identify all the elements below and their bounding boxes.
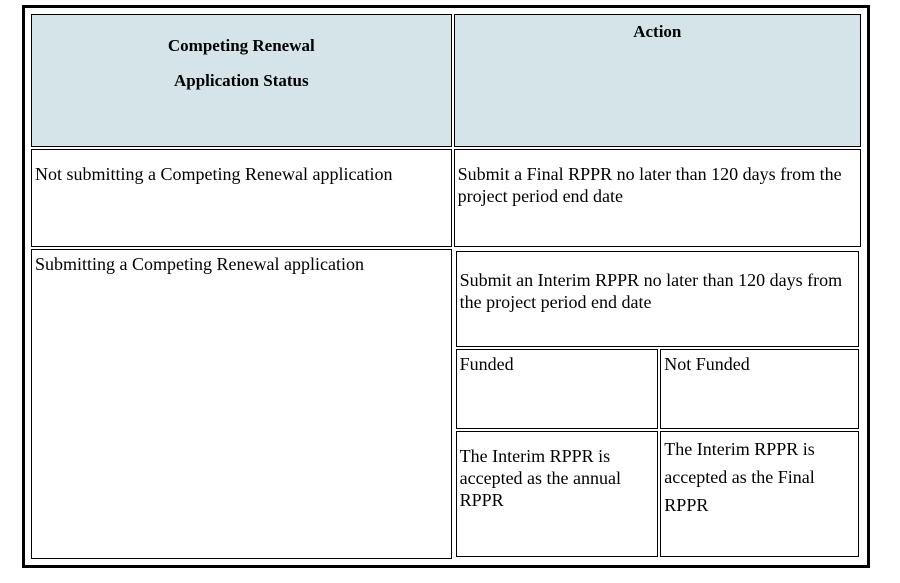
header-status-line2: Application Status bbox=[173, 71, 309, 91]
subtable-row-interim: Submit an Interim RPPR no later than 120… bbox=[455, 251, 859, 347]
outcome-result-funded-cell: The Interim RPPR is accepted as the annu… bbox=[455, 431, 659, 557]
subtable-row-outcome-results: The Interim RPPR is accepted as the annu… bbox=[455, 431, 859, 557]
interim-rppr-cell: Submit an Interim RPPR no later than 120… bbox=[455, 251, 859, 347]
row2-status-text: Submitting a Competing Renewal applicati… bbox=[35, 254, 364, 274]
outcome-label-funded-cell: Funded bbox=[455, 349, 659, 429]
outcome-label-funded: Funded bbox=[459, 354, 514, 374]
header-cell-action: Action bbox=[453, 14, 861, 147]
header-action-label: Action bbox=[633, 22, 682, 41]
row2-action-cell: Submit an Interim RPPR no later than 120… bbox=[454, 249, 861, 559]
table-row: Submitting a Competing Renewal applicati… bbox=[31, 249, 861, 559]
outcome-label-not-funded-cell: Not Funded bbox=[660, 349, 859, 429]
header-status-line1: Competing Renewal bbox=[167, 36, 315, 55]
interim-rppr-text: Submit an Interim RPPR no later than 120… bbox=[459, 270, 843, 312]
header-action-inner: Action bbox=[455, 15, 860, 48]
row1-status-text: Not submitting a Competing Renewal appli… bbox=[35, 164, 393, 184]
row1-action-cell: Submit a Final RPPR no later than 120 da… bbox=[453, 149, 861, 247]
competing-renewal-status-table: Competing Renewal Application Status Act… bbox=[29, 12, 863, 561]
row2-status-cell: Submitting a Competing Renewal applicati… bbox=[31, 249, 452, 559]
row1-status-cell: Not submitting a Competing Renewal appli… bbox=[31, 149, 452, 247]
table-outer-frame: Competing Renewal Application Status Act… bbox=[22, 5, 870, 568]
outcome-label-not-funded: Not Funded bbox=[664, 354, 750, 374]
header-cell-status: Competing Renewal Application Status bbox=[31, 14, 452, 147]
table-header-row: Competing Renewal Application Status Act… bbox=[31, 14, 861, 147]
header-status-inner: Competing Renewal Application Status bbox=[32, 15, 451, 112]
table-row: Not submitting a Competing Renewal appli… bbox=[31, 149, 861, 247]
action-outcomes-subtable: Submit an Interim RPPR no later than 120… bbox=[454, 249, 861, 559]
outcome-result-funded-text: The Interim RPPR is accepted as the annu… bbox=[459, 446, 622, 510]
row1-action-text: Submit a Final RPPR no later than 120 da… bbox=[457, 164, 842, 206]
outcome-result-not-funded-cell: The Interim RPPR is accepted as the Fina… bbox=[660, 431, 859, 557]
subtable-row-outcome-labels: Funded Not Funded bbox=[455, 349, 859, 429]
outcome-result-not-funded-text: The Interim RPPR is accepted as the Fina… bbox=[664, 439, 815, 515]
